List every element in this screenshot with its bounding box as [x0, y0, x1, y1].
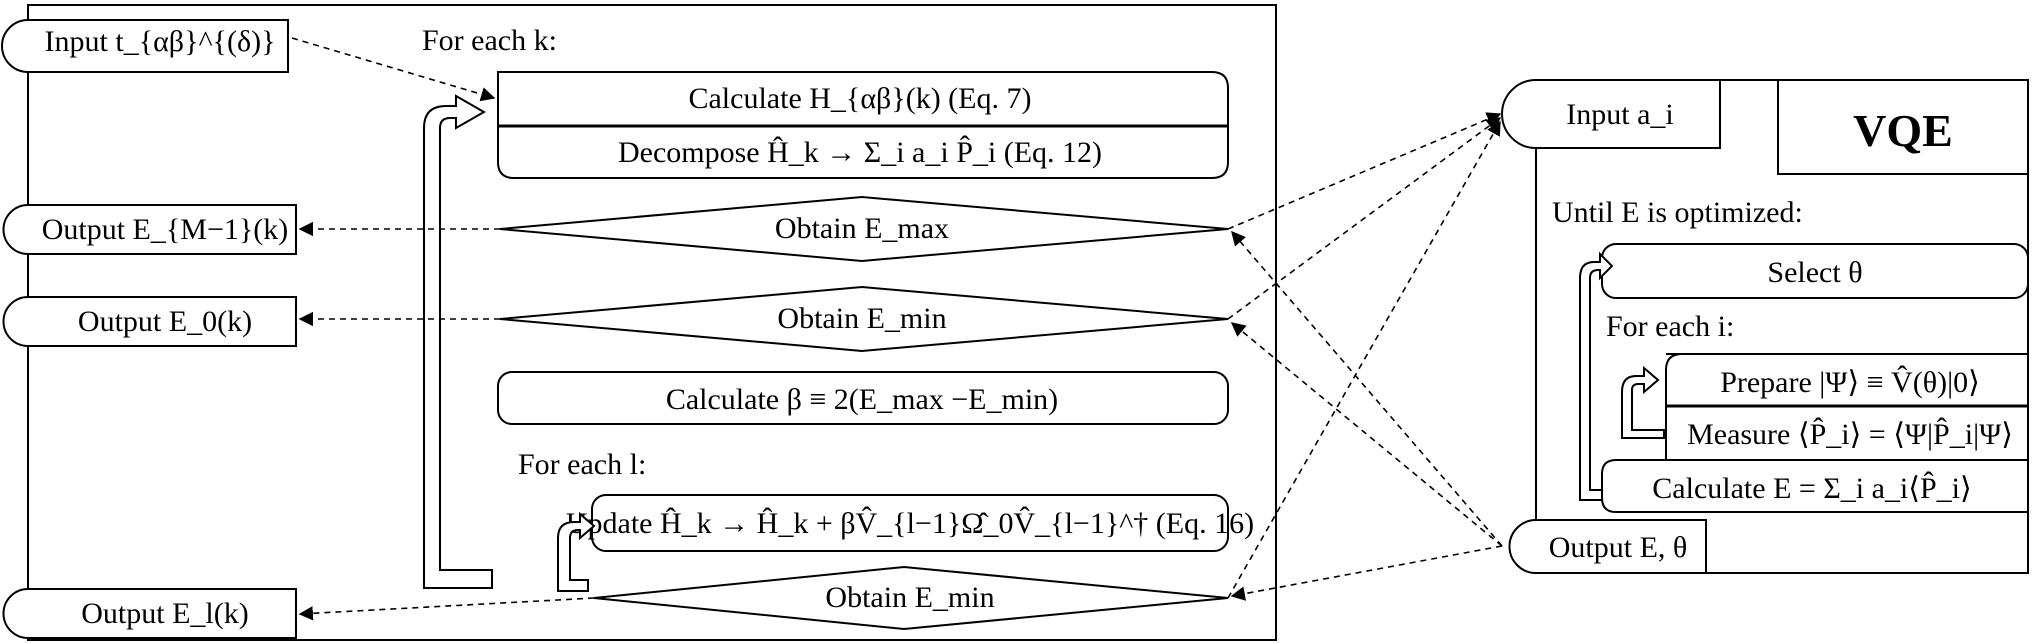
calc-beta-node: Calculate β ≡ 2(E_max −E_min) — [497, 371, 1229, 425]
output-e0-label: Output E_0(k) — [78, 305, 252, 338]
for-each-k-label: For each k: — [422, 24, 557, 57]
measure-label: Measure ⟨P̂_i⟩ = ⟨Ψ|P̂_i|Ψ⟩ — [1687, 417, 2013, 451]
optimize-loop-arrow — [1579, 251, 1614, 501]
update-node: Update Ĥ_k → Ĥ_k + βV̂_{l−1}Ω̂_0V̂_{l−1}… — [566, 494, 1254, 552]
select-theta-label: Select θ — [1767, 256, 1862, 289]
output-em1-node: Output E_{M−1}(k) — [2, 204, 297, 255]
output-el-label: Output E_l(k) — [81, 597, 248, 630]
select-theta-node: Select θ — [1601, 243, 2029, 299]
input-a-label: Input a_i — [1566, 98, 1673, 131]
arrow-emin1-to-vqe-input — [1227, 117, 1502, 320]
arrow-vqe-output-to-emin1 — [1230, 322, 1503, 547]
input-a-node: Input a_i — [1501, 79, 1721, 149]
until-label: Until E is optimized: — [1552, 196, 1803, 229]
calculate-e-label: Calculate E = Σ_i a_i⟨P̂_i⟩ — [1652, 471, 1971, 505]
vqe-output-label: Output E, θ — [1549, 531, 1688, 564]
input-t-label: Input t_{αβ}^{(δ)} — [45, 25, 276, 58]
prepare-measure-node: Prepare |Ψ⟩ ≡ V̂(θ)|0⟩ Measure ⟨P̂_i⟩ = … — [1665, 353, 2029, 461]
output-el-node: Output E_l(k) — [2, 588, 297, 639]
obtain-emin-label-2: Obtain E_min — [825, 581, 994, 614]
vqe-title: VQE — [1853, 105, 1953, 156]
l-loop-arrow — [557, 511, 596, 592]
arrow-vqe-output-to-emax — [1231, 230, 1503, 547]
k-loop-arrow — [423, 94, 493, 589]
vqe-output-node: Output E, θ — [1508, 519, 1707, 574]
obtain-emax-label: Obtain E_max — [775, 212, 949, 245]
prepare-label: Prepare |Ψ⟩ ≡ V̂(θ)|0⟩ — [1720, 365, 1980, 399]
arrow-emax-to-vqe-input — [1227, 112, 1502, 230]
output-e0-node: Output E_0(k) — [2, 296, 297, 347]
vqe-title-box: VQE — [1777, 79, 2029, 175]
arrow-vqe-output-to-emin2 — [1230, 545, 1503, 601]
obtain-emin-node-2: Obtain E_min — [593, 565, 1229, 631]
for-each-l-label: For each l: — [518, 448, 646, 481]
calc-h-label: Calculate H_{αβ}(k) (Eq. 7) — [688, 82, 1031, 115]
arrow-emin2-to-output — [298, 597, 595, 621]
obtain-emin-node-1: Obtain E_min — [499, 285, 1229, 353]
for-each-i-label: For each i: — [1606, 310, 1734, 343]
input-t-node: Input t_{αβ}^{(δ)} — [1, 19, 289, 73]
update-label: Update Ĥ_k → Ĥ_k + βV̂_{l−1}Ω̂_0V̂_{l−1}… — [566, 506, 1254, 540]
calc-beta-label: Calculate β ≡ 2(E_max −E_min) — [666, 383, 1058, 416]
calculate-e-node: Calculate E = Σ_i a_i⟨P̂_i⟩ — [1601, 459, 2029, 513]
arrow-emin2-to-vqe-input — [1227, 120, 1501, 599]
i-loop-arrow — [1621, 365, 1665, 439]
output-em1-label: Output E_{M−1}(k) — [42, 213, 289, 246]
obtain-emin-label-1: Obtain E_min — [777, 302, 946, 335]
obtain-emax-node: Obtain E_max — [499, 195, 1229, 263]
calc-decompose-node: Calculate H_{αβ}(k) (Eq. 7) Decompose Ĥ_… — [497, 71, 1229, 179]
arrow-input-t-to-calc — [291, 37, 496, 102]
decompose-label: Decompose Ĥ_k → Σ_i a_i P̂_i (Eq. 12) — [618, 135, 1102, 169]
